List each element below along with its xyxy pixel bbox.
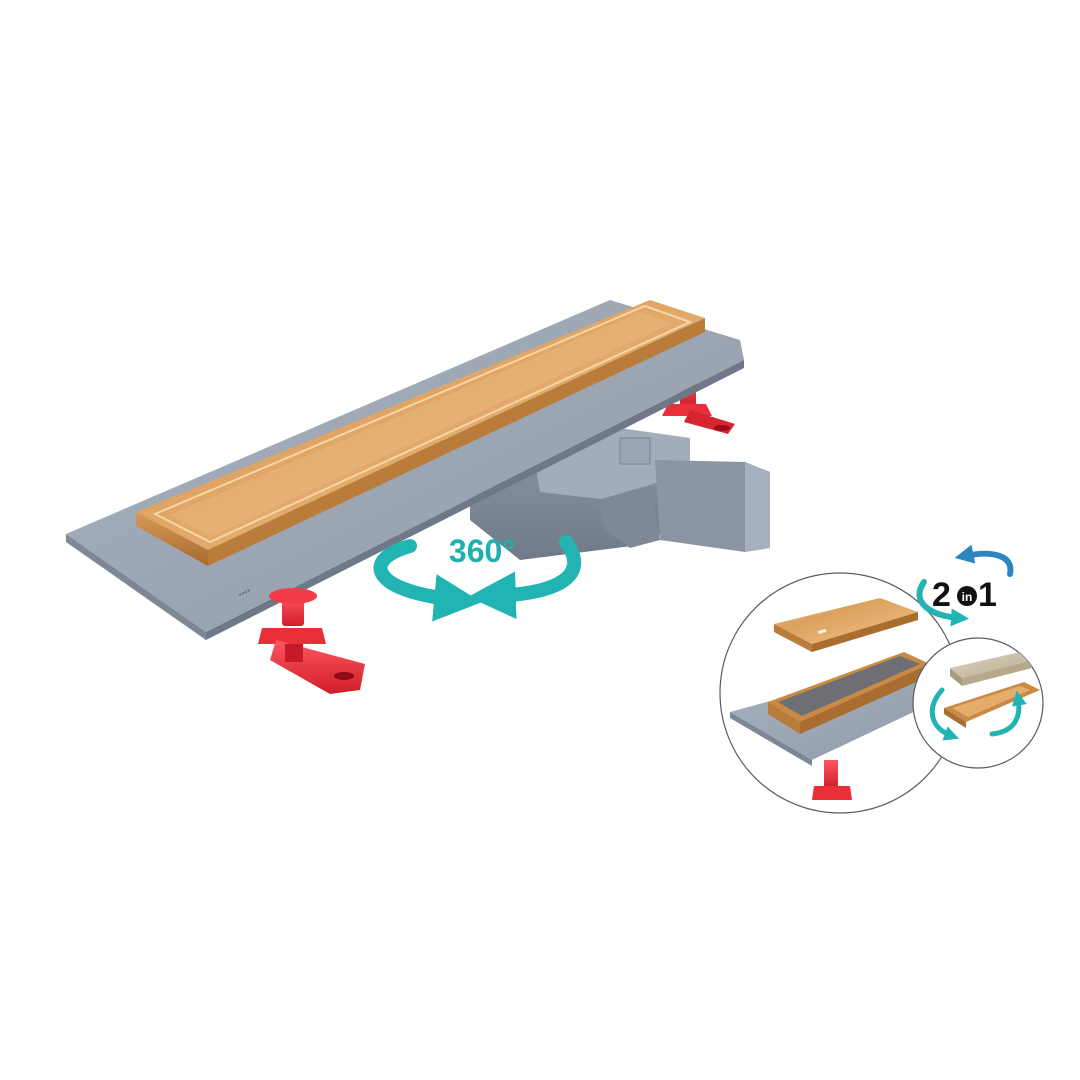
linear-drain-main: ▪▪▪▪ 360°	[66, 300, 770, 694]
two-in-one-inset: 2 in 1	[719, 544, 1044, 814]
rotation-label: 360°	[449, 533, 515, 569]
badge-digit-1: 1	[978, 576, 997, 614]
leveling-foot-front	[258, 588, 365, 694]
badge-digit-2: 2	[932, 576, 951, 614]
gold-grate	[136, 300, 705, 566]
badge-in-circle	[957, 586, 977, 606]
rotation-360-indicator: 360°	[373, 533, 582, 622]
badge-in: in	[962, 590, 973, 604]
inset-tile-insert-view	[912, 637, 1044, 769]
two-in-one-badge: 2 in 1	[916, 544, 1014, 627]
inset-exploded-view	[719, 572, 961, 814]
